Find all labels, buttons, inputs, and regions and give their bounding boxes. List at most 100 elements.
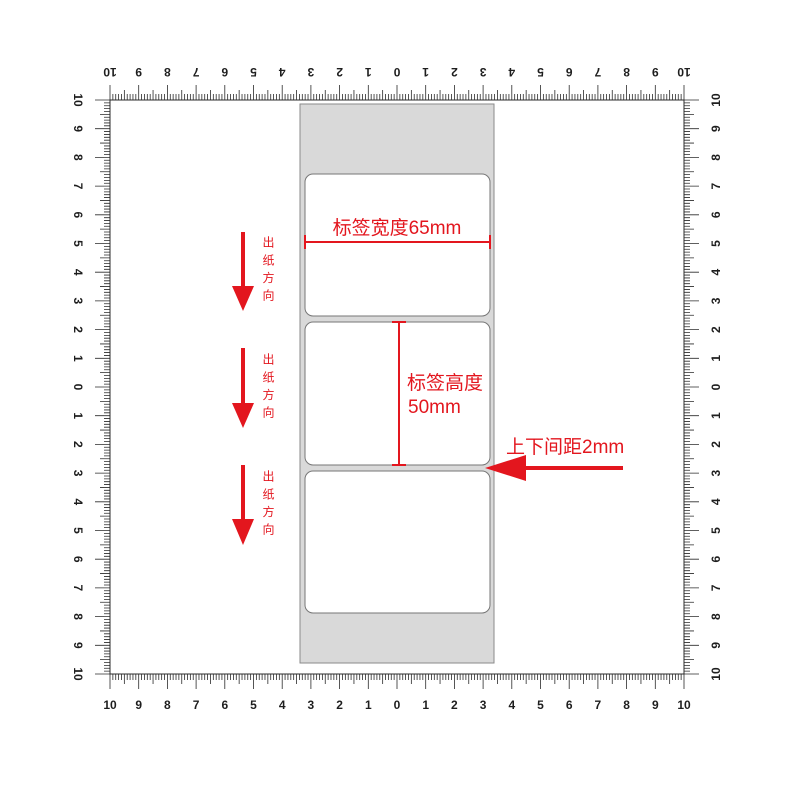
label-1: [304, 173, 491, 317]
right-ruler-label: 9: [709, 125, 723, 132]
bottom-ruler-label: 9: [135, 698, 142, 712]
bottom-ruler-label: 7: [193, 698, 200, 712]
label-3: [304, 470, 491, 614]
left-ruler-label: 7: [71, 585, 85, 592]
left-ruler-label: 2: [71, 326, 85, 333]
right-ruler-label: 2: [709, 326, 723, 333]
top-ruler-label: 10: [677, 65, 691, 79]
right-ruler-label: 5: [709, 240, 723, 247]
top-ruler-label: 2: [451, 65, 458, 79]
right-ruler-label: 7: [709, 584, 723, 591]
left-ruler-label: 8: [71, 154, 85, 161]
top-ruler-label: 3: [479, 65, 486, 79]
left-ruler-label: 5: [71, 527, 85, 534]
top-ruler-label: 5: [250, 65, 257, 79]
left-ruler-label: 0: [71, 384, 85, 391]
bottom-ruler-label: 0: [394, 698, 401, 712]
feed-direction-text: 出纸方向: [261, 236, 275, 307]
top-ruler-label: 7: [192, 65, 199, 79]
right-ruler-label: 1: [709, 412, 723, 419]
bottom-ruler-label: 8: [623, 698, 630, 712]
bottom-ruler-label: 2: [451, 698, 458, 712]
bottom-ruler-ticks: [109, 674, 685, 689]
left-ruler-label: 6: [71, 556, 85, 563]
label-width-text: 标签宽度65mm: [333, 217, 462, 239]
top-ruler-label: 4: [508, 65, 515, 79]
left-ruler-label: 3: [71, 298, 85, 305]
right-ruler-label: 5: [709, 527, 723, 534]
right-ruler-label: 8: [709, 613, 723, 620]
gap-text: 上下间距2mm: [506, 436, 624, 458]
right-ruler-label: 10: [709, 93, 723, 107]
top-ruler-label: 8: [164, 65, 171, 79]
left-ruler-label: 5: [71, 240, 85, 247]
right-ruler-label: 4: [709, 269, 723, 276]
arrow-down-icon: [232, 232, 254, 311]
arrow-left-icon: [485, 455, 623, 481]
top-ruler-label: 3: [307, 65, 314, 79]
right-ruler-label: 3: [709, 297, 723, 304]
top-ruler-label: 9: [135, 65, 142, 79]
bottom-ruler-label: 1: [422, 698, 429, 712]
right-ruler-label: 2: [709, 441, 723, 448]
bottom-ruler-label: 8: [164, 698, 171, 712]
left-ruler-ticks: [95, 99, 110, 675]
left-ruler-label: 10: [71, 93, 85, 107]
label-height-value: 50mm: [408, 397, 461, 418]
left-ruler-label: 4: [71, 269, 85, 276]
right-ruler-label: 6: [709, 211, 723, 218]
bottom-ruler-label: 10: [103, 698, 117, 712]
top-ruler-label: 6: [566, 65, 573, 79]
left-ruler-label: 1: [71, 412, 85, 419]
top-ruler-label: 8: [623, 65, 630, 79]
left-ruler-label: 1: [71, 355, 85, 362]
height-dimension-line: [392, 321, 406, 466]
left-ruler-label: 2: [71, 441, 85, 448]
bottom-ruler-label: 2: [336, 698, 343, 712]
bottom-ruler-label: 7: [595, 698, 602, 712]
bottom-ruler-label: 9: [652, 698, 659, 712]
bottom-ruler-label: 5: [250, 698, 257, 712]
left-ruler-label: 9: [71, 642, 85, 649]
left-ruler-label: 4: [71, 498, 85, 505]
bottom-ruler-label: 6: [566, 698, 573, 712]
left-ruler-label: 7: [71, 183, 85, 190]
left-ruler-label: 3: [71, 470, 85, 477]
feed-direction-text: 出纸方向: [261, 353, 275, 424]
left-ruler-label: 9: [71, 125, 85, 132]
bottom-ruler-label: 6: [221, 698, 228, 712]
right-ruler-label: 7: [709, 182, 723, 189]
top-ruler-label: 6: [221, 65, 228, 79]
right-ruler-ticks: [684, 99, 699, 675]
top-ruler-label: 2: [336, 65, 343, 79]
top-ruler-label: 9: [652, 65, 659, 79]
top-ruler-label: 1: [422, 65, 429, 79]
left-ruler-label: 10: [71, 667, 85, 681]
arrow-down-icon: [232, 348, 254, 428]
left-ruler-label: 8: [71, 613, 85, 620]
bottom-ruler-label: 5: [537, 698, 544, 712]
right-ruler-label: 1: [709, 355, 723, 362]
top-ruler-label: 0: [393, 65, 400, 79]
feed-direction-text: 出纸方向: [261, 470, 275, 541]
right-ruler-label: 3: [709, 469, 723, 476]
right-ruler-label: 4: [709, 498, 723, 505]
top-ruler-label: 10: [103, 65, 117, 79]
right-ruler-label: 6: [709, 556, 723, 563]
bottom-ruler-label: 10: [677, 698, 691, 712]
top-ruler-label: 1: [365, 65, 372, 79]
bottom-ruler-label: 4: [508, 698, 515, 712]
right-ruler-label: 10: [709, 667, 723, 681]
arrow-down-icon: [232, 465, 254, 545]
bottom-ruler-label: 4: [279, 698, 286, 712]
right-ruler-label: 9: [709, 642, 723, 649]
top-ruler-label: 7: [594, 65, 601, 79]
label-height-text: 标签高度: [407, 372, 483, 394]
left-ruler-label: 6: [71, 211, 85, 218]
width-dimension-line: [304, 235, 491, 249]
top-ruler-label: 5: [537, 65, 544, 79]
top-ruler-label: 4: [279, 65, 286, 79]
